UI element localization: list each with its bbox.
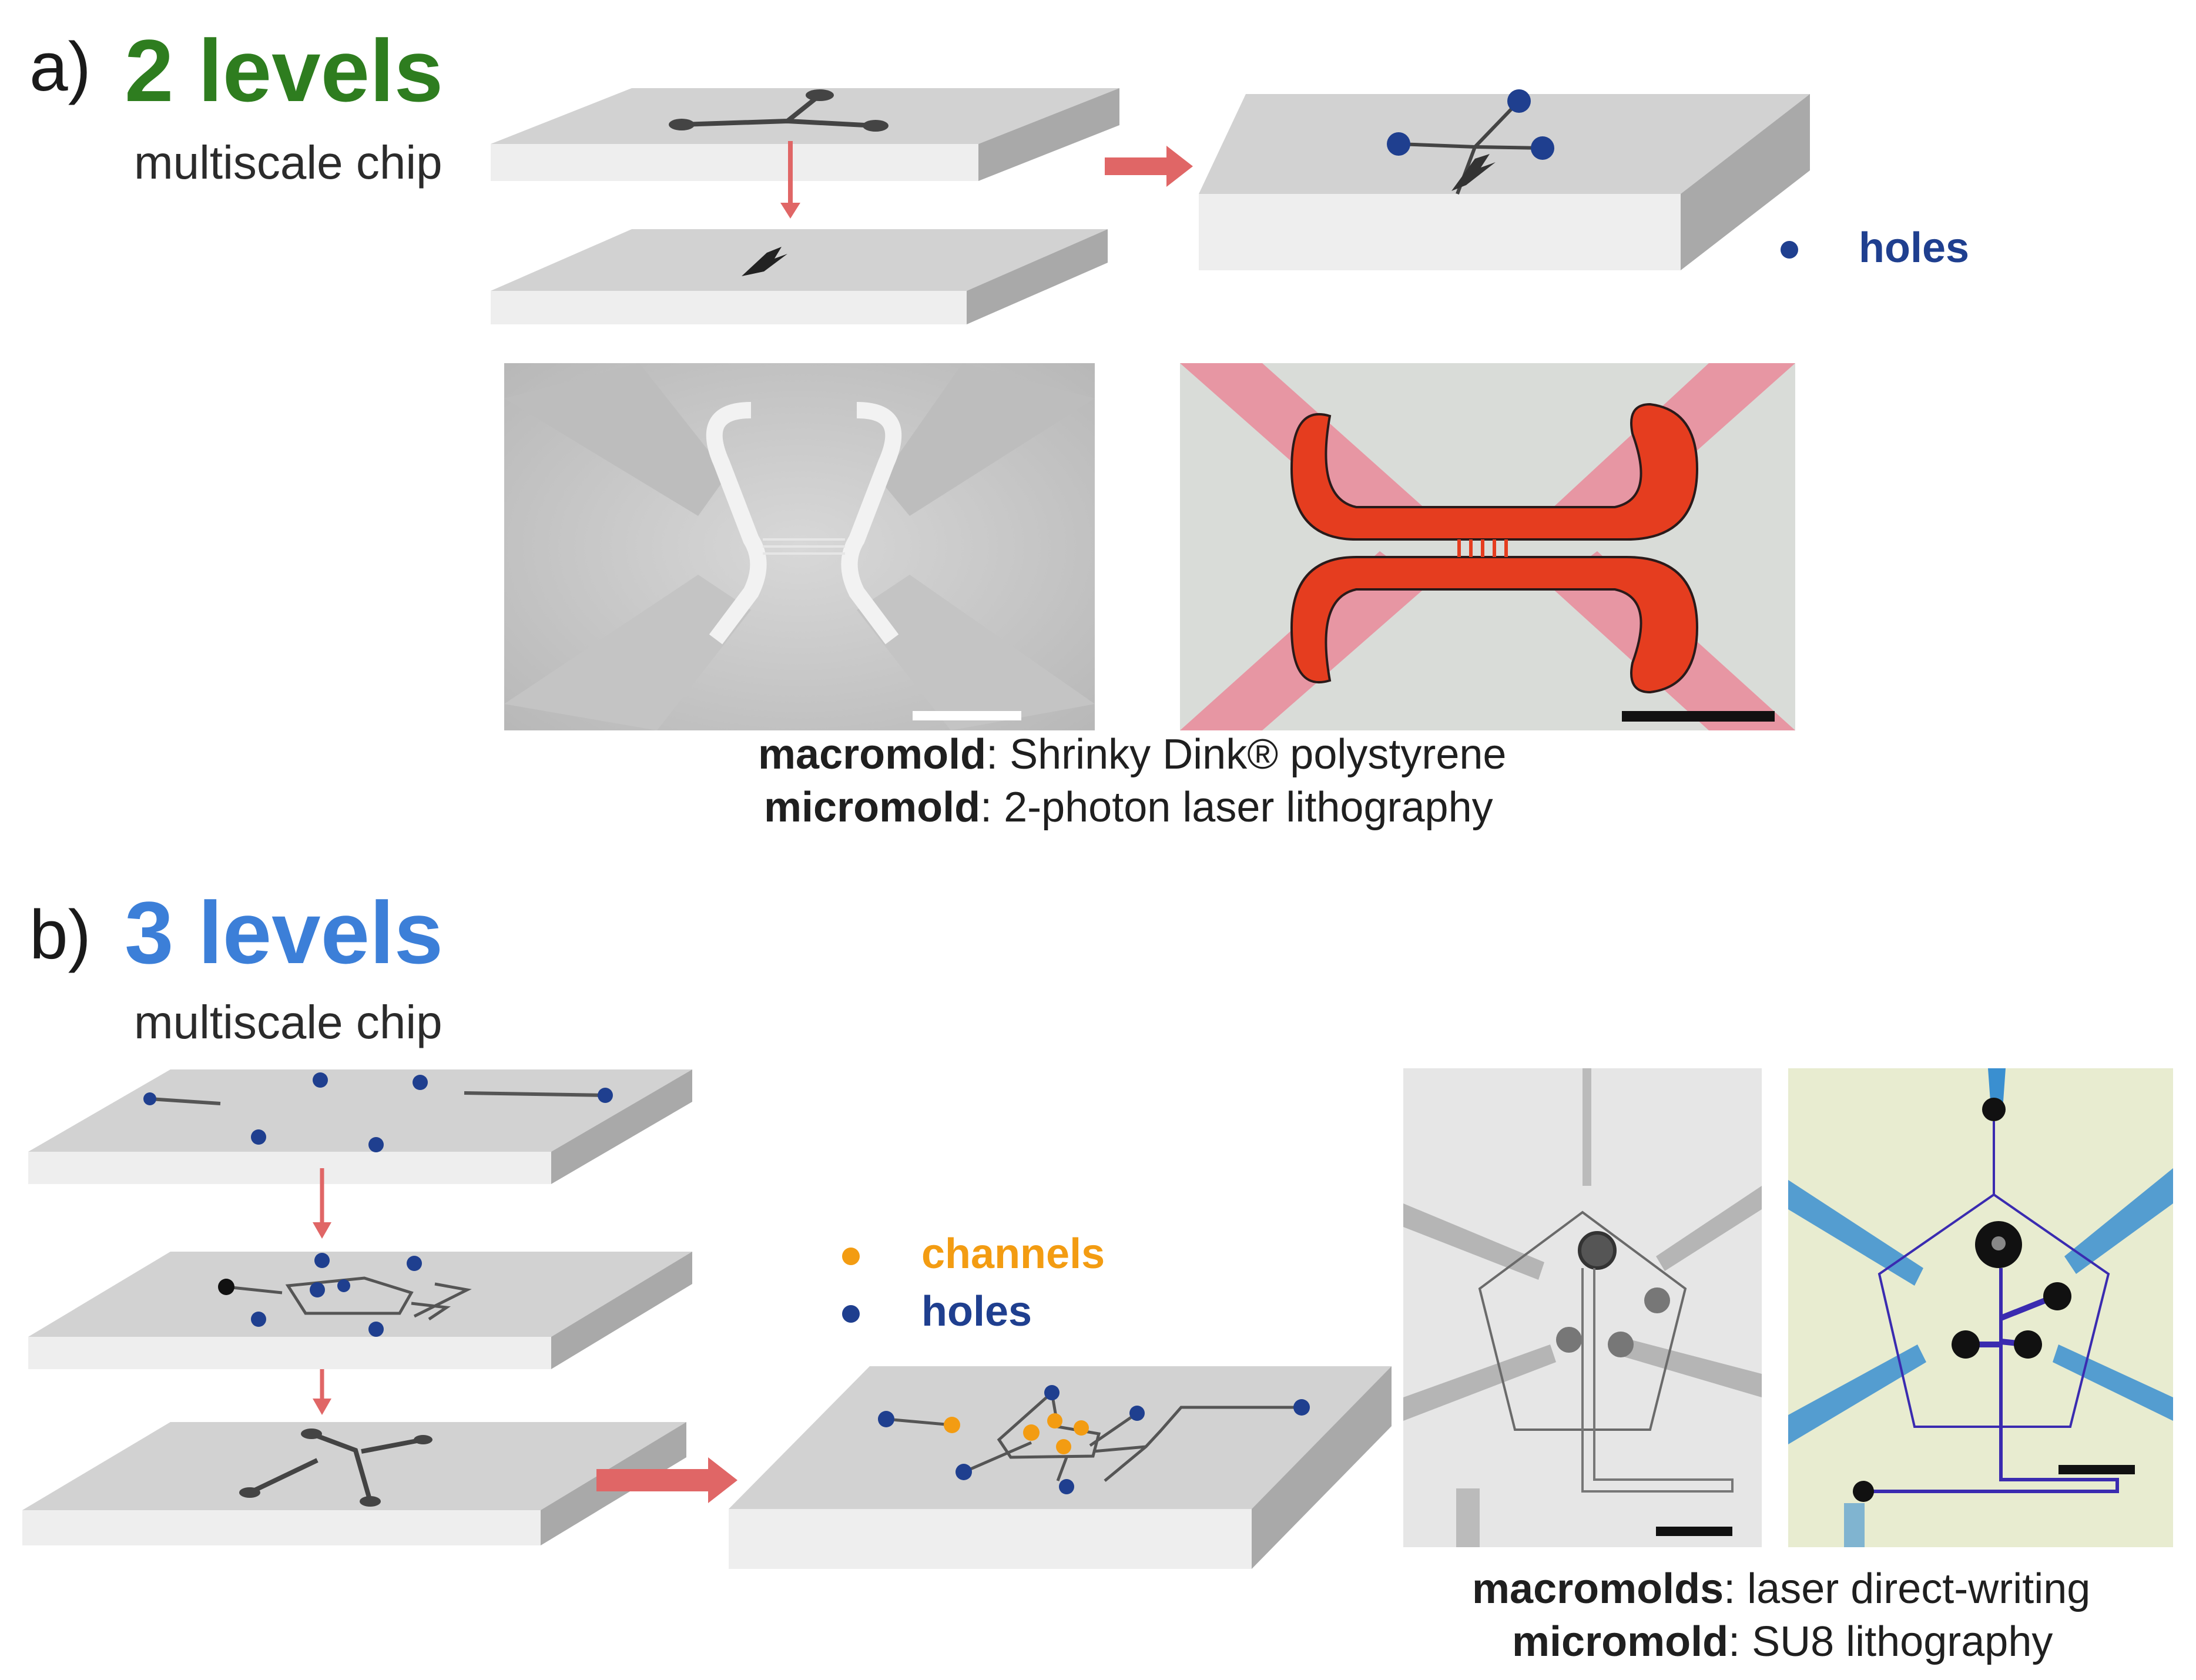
panel-a-title: 2 levels — [125, 21, 444, 120]
scale-bar-icon — [1656, 1527, 1732, 1536]
scale-bar-icon — [913, 711, 1021, 720]
panel-a-letter: a) — [29, 28, 91, 106]
panel-b-subtitle: multiscale chip — [134, 996, 442, 1048]
panel-a-micro-structure — [742, 247, 787, 276]
panel-b-legend-holes: holes — [921, 1288, 1032, 1335]
channel-dot-icon — [842, 1248, 860, 1265]
caption-desc: : 2-photon laser lithography — [980, 784, 1493, 831]
caption-desc: : SU8 lithography — [1728, 1618, 2053, 1665]
panel-b-dye-photo — [1788, 1068, 2173, 1547]
panel-a-caption-line-2: micromold: 2-photon laser lithography — [764, 786, 1493, 829]
hole-dot-icon — [1507, 89, 1531, 113]
right-arrow-icon — [1105, 146, 1193, 187]
panel-a-bottom-plate — [491, 229, 1108, 324]
channel-dot-icon — [1023, 1424, 1040, 1441]
hole-dot-icon — [1387, 132, 1410, 156]
caption-desc: : laser direct-writing — [1724, 1565, 2091, 1612]
panel-b-plate-3 — [22, 1422, 686, 1545]
panel-b-brightfield-photo — [1403, 1068, 1762, 1547]
right-arrow-icon — [596, 1457, 737, 1503]
panel-b-caption-line-1: macromolds: laser direct-writing — [1472, 1568, 2090, 1610]
channel-dot-icon — [944, 1417, 960, 1433]
caption-term: micromold — [764, 784, 981, 831]
panel-a-top-plate — [491, 88, 1119, 181]
hole-dot-icon — [1531, 136, 1554, 160]
panel-b-title: 3 levels — [125, 883, 444, 982]
panel-b-plate-1 — [28, 1069, 692, 1184]
hole-dot-icon — [1781, 241, 1798, 259]
caption-term: macromolds — [1472, 1565, 1724, 1612]
panel-a-subtitle: multiscale chip — [134, 136, 442, 189]
down-arrow-icon — [780, 141, 800, 219]
panel-b-caption-line-2: micromold: SU8 lithography — [1512, 1621, 2053, 1663]
channel-dot-icon — [1047, 1413, 1062, 1428]
caption-term: micromold — [1512, 1618, 1729, 1665]
hole-dot-icon — [842, 1305, 860, 1323]
scale-bar-icon — [1622, 711, 1775, 722]
caption-desc: : Shrinky Dink® polystyrene — [986, 731, 1507, 778]
panel-b-assembled-chip — [729, 1366, 1392, 1569]
panel-b-legend-channels: channels — [921, 1230, 1105, 1277]
caption-term: macromold — [758, 731, 987, 778]
panel-a-legend-holes: holes — [1859, 224, 1970, 271]
panel-a-sem-photo — [504, 363, 1095, 730]
down-arrow-icon — [313, 1168, 331, 1239]
panel-a-fluid-photo — [1180, 363, 1795, 730]
channel-dot-icon — [1056, 1439, 1071, 1454]
scale-bar-icon — [2058, 1465, 2135, 1474]
panel-b-plate-2 — [28, 1252, 692, 1369]
panel-a-assembled-chip — [1199, 89, 1810, 270]
panel-b-letter: b) — [29, 896, 91, 974]
panel-a-caption-line-1: macromold: Shrinky Dink® polystyrene — [758, 733, 1506, 776]
channel-dot-icon — [1074, 1420, 1089, 1436]
